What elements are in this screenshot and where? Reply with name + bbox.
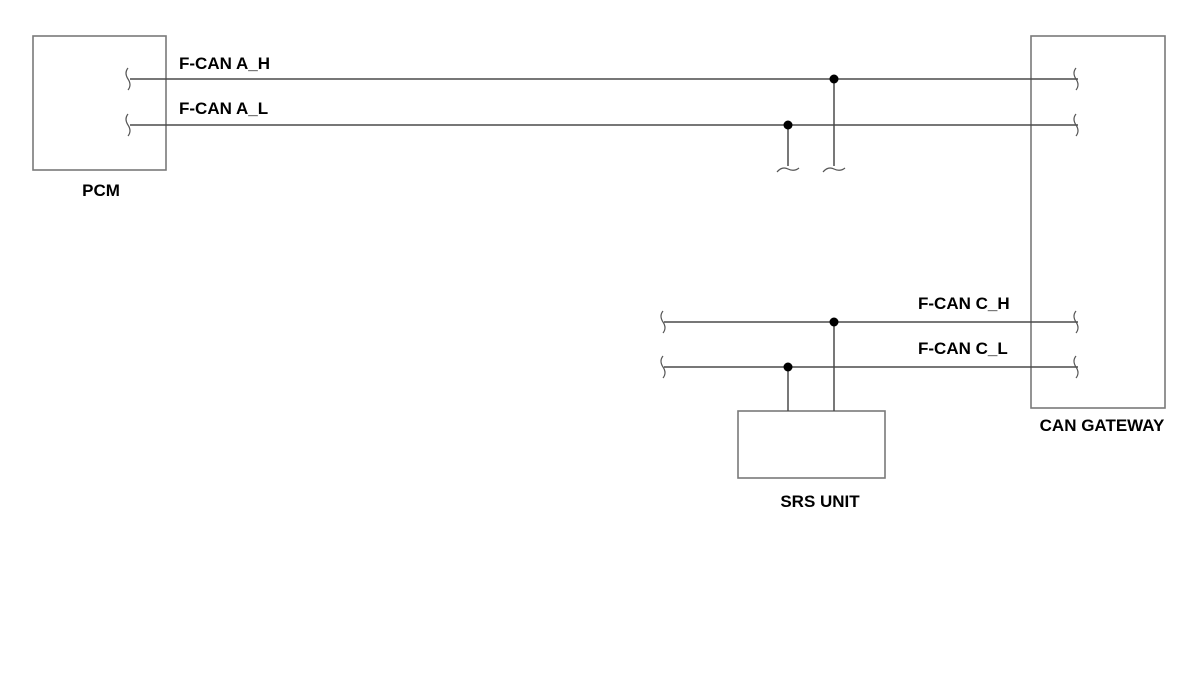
a-l-branch-end-mark	[776, 167, 800, 173]
c-h-left-end-mark	[660, 310, 666, 334]
srs-unit-label: SRS UNIT	[780, 492, 860, 511]
pcm-label: PCM	[82, 181, 120, 200]
gateway-connector-mark-c-l	[1073, 355, 1079, 379]
can-gateway-label: CAN GATEWAY	[1040, 416, 1165, 435]
f-can-c-h-label: F-CAN C_H	[918, 294, 1010, 313]
gateway-connector-mark-a-l	[1073, 113, 1079, 137]
pcm-connector-mark-h	[125, 67, 131, 91]
f-can-a-h-label: F-CAN A_H	[179, 54, 270, 73]
c-l-left-end-mark	[660, 355, 666, 379]
f-can-c-l-label: F-CAN C_L	[918, 339, 1008, 358]
c-h-junction-dot	[829, 317, 839, 327]
c-l-junction-dot	[783, 362, 793, 372]
srs-unit-box	[737, 410, 886, 479]
a-h-branch-end-mark	[822, 167, 846, 173]
pcm-connector-mark-l	[125, 113, 131, 137]
gateway-connector-mark-c-h	[1073, 310, 1079, 334]
pcm-box	[32, 35, 167, 171]
a-h-junction-dot	[829, 74, 839, 84]
can-gateway-box	[1030, 35, 1166, 409]
gateway-connector-mark-a-h	[1073, 67, 1079, 91]
f-can-a-l-label: F-CAN A_L	[179, 99, 268, 118]
a-l-junction-dot	[783, 120, 793, 130]
